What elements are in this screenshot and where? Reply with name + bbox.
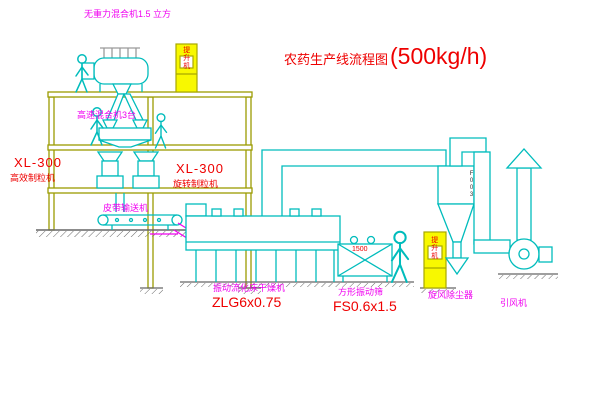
label-elevator-right: 提升机 [430,236,438,260]
label-dryer-model: ZLG6x0.75 [212,294,282,310]
exhaust-duct [261,149,447,216]
label-granulator-left-model: XL-300 [14,155,62,170]
high-speed-mixer [98,119,152,148]
bucket-elevator-right [423,231,447,289]
person-figure [390,230,410,284]
granulator-left-unit [96,151,124,189]
label-granulator-mid-model: XL-300 [176,161,224,176]
building-structure [47,91,253,289]
person-figure [154,113,168,149]
label-granulator-mid-name: 旋转制粒机 [173,179,219,189]
exhaust-stack [505,148,543,241]
label-gravity-free-mixer: 无重力混合机1.5 立方 [84,9,172,19]
drawing-title: 农药生产线流程图 (500kg/h) [284,43,488,69]
label-elevator-left: 提升机 [182,46,190,70]
title-text: 农药生产线流程图 [284,52,389,67]
label-cyclone: 旋风除尘器 [428,290,474,300]
label-belt-conveyor: 皮带输送机 [103,203,149,213]
granulator-discharge-chute [115,193,125,212]
label-screen-dimension: 1500 [352,246,368,253]
fluid-bed-dryer [185,203,341,282]
cyclone-separator [437,137,487,276]
induced-draft-fan [508,238,553,270]
bucket-elevator-left [175,43,198,93]
belt-conveyor [97,214,183,230]
label-stack-tag: F003 [468,171,475,199]
label-screen-name: 方形振动筛 [338,287,384,297]
fan-inlet-duct [473,151,511,254]
label-granulator-left-name: 高效制粒机 [10,173,56,183]
ground-hatching [36,229,558,294]
person-figure [75,54,89,93]
label-fan: 引风机 [500,298,528,308]
label-dryer-name: 振动流化床干燥机 [213,283,286,293]
label-high-speed-mixer: 高速混合机3台 [77,110,137,120]
label-screen-model: FS0.6x1.5 [333,298,397,314]
vibrating-screen [337,235,393,282]
title-capacity: (500kg/h) [390,43,488,69]
gravity-free-mixer [81,47,149,95]
granulator-right-unit [132,151,160,189]
